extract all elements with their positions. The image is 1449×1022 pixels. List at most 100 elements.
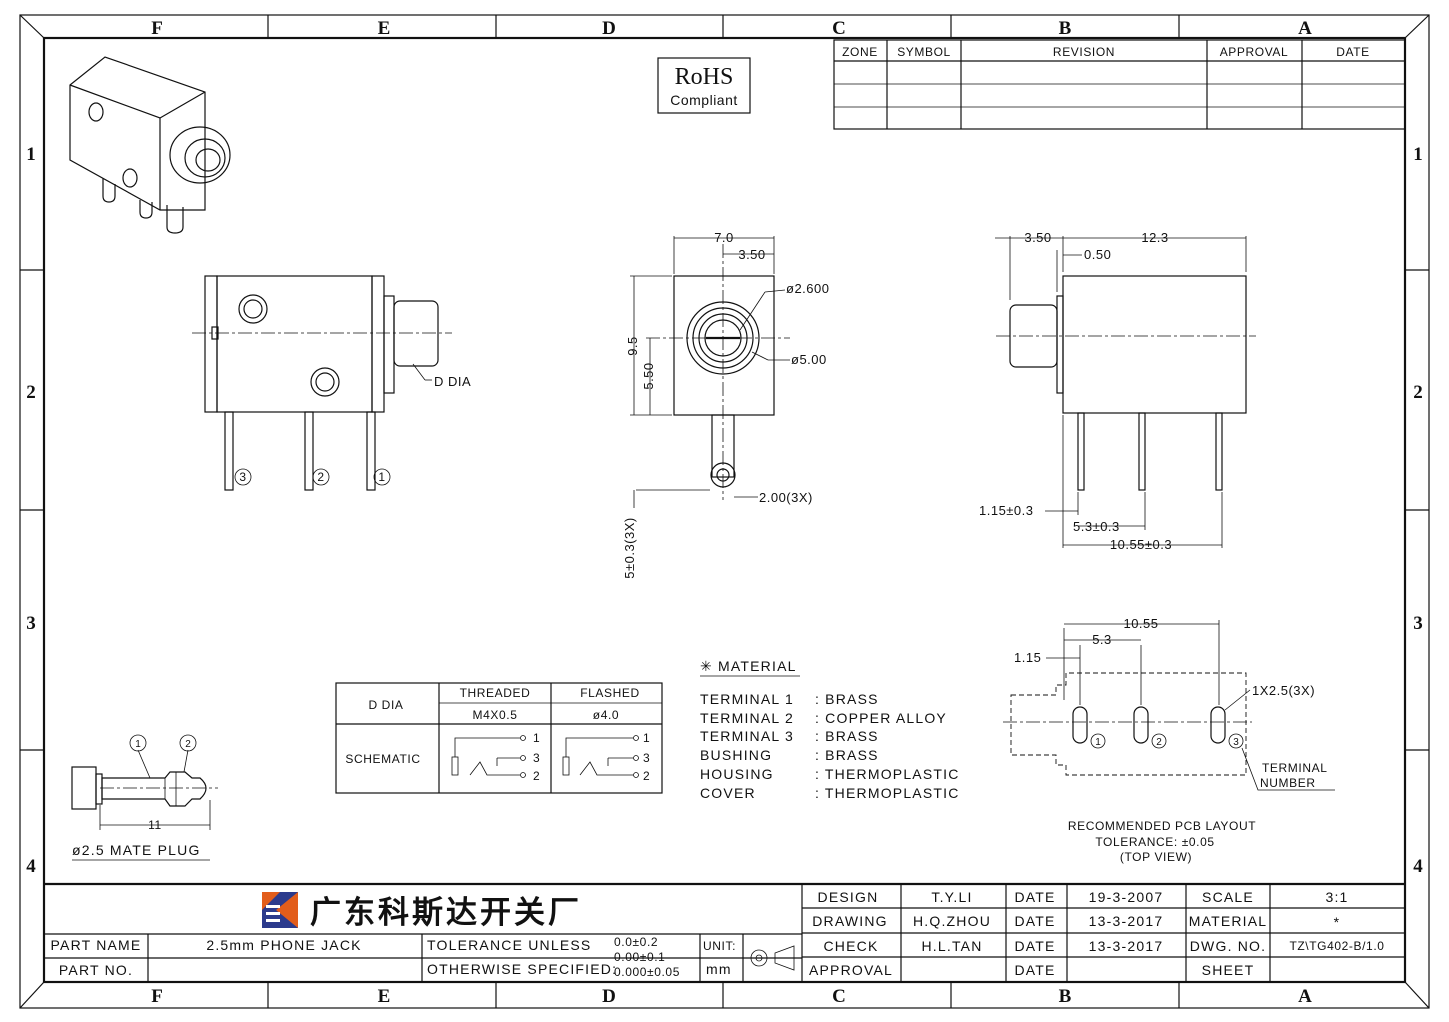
- rev-header-symbol: SYMBOL: [897, 45, 951, 59]
- unit-label: UNIT:: [703, 939, 736, 953]
- zone-col-e-top: E: [378, 18, 391, 39]
- tb-key-dwg-no: DWG. NO.: [1190, 938, 1266, 954]
- pcb-caption-3: (TOP VIEW): [1120, 850, 1192, 864]
- zone-col-c-bottom: C: [832, 986, 846, 1007]
- zone-row-4-right: 4: [1413, 856, 1423, 877]
- zone-col-f-bottom: F: [151, 986, 163, 1007]
- material-part-5: HOUSING: [700, 766, 774, 782]
- zone-row-4-left: 4: [26, 856, 36, 877]
- ddia-schematic: SCHEMATIC: [345, 752, 420, 766]
- schem2-pin-1: 1: [643, 731, 650, 745]
- rev-header-revision: REVISION: [1053, 45, 1115, 59]
- plug-dim: 11: [148, 818, 162, 832]
- tb-role-approval: APPROVAL: [809, 962, 893, 978]
- ddia-col2: THREADED: [460, 686, 531, 700]
- tb-date-design: 19-3-2007: [1089, 889, 1164, 905]
- dim-half-width: 3.50: [738, 247, 765, 262]
- pcb-hole-size: 1X2.5(3X): [1252, 683, 1315, 698]
- tb-value-scale: 3:1: [1325, 889, 1348, 905]
- part-name-label: PART NAME: [51, 937, 142, 953]
- unit-value: mm: [706, 961, 732, 977]
- tb-key-scale: SCALE: [1202, 889, 1254, 905]
- material-part-2: TERMINAL 2: [700, 710, 794, 726]
- d-dia-table: D DIA THREADED FLASHED M4X0.5 ø4.0 SCHEM…: [335, 682, 663, 794]
- material-part-6: COVER: [700, 785, 756, 801]
- material-mat-6: : THERMOPLASTIC: [815, 785, 960, 801]
- tb-date-label-4: DATE: [1014, 962, 1055, 978]
- material-part-4: BUSHING: [700, 747, 772, 763]
- tb-key-sheet: SHEET: [1202, 962, 1255, 978]
- material-title: ✳ MATERIAL: [700, 658, 797, 674]
- pcb-dim-span: 10.55: [1123, 616, 1158, 631]
- tolerance-1: 0.0±0.2: [614, 935, 658, 949]
- side-view-right: 3.50 12.3 0.50 1.15±0.3 5.3±0.3 10.55±0.…: [979, 230, 1256, 552]
- tb-date-label-3: DATE: [1014, 938, 1055, 954]
- pin-3-label: 3: [239, 470, 246, 484]
- zone-row-2-left: 2: [26, 382, 36, 403]
- tb-role-check: CHECK: [823, 938, 878, 954]
- projection-symbol-icon: [746, 945, 796, 971]
- title-block: 广东科斯达开关厂 PART NAME 2.5mm PHONE JACK PART…: [44, 882, 1405, 982]
- front-view: 7.0 3.50 ø2.600 ø5.00 9.5 5.50 2.00(3X) …: [622, 230, 829, 579]
- rev-header-zone: ZONE: [842, 45, 878, 59]
- material-part-3: TERMINAL 3: [700, 728, 794, 744]
- tb-date-drawing: 13-3-2017: [1089, 913, 1164, 929]
- schem1-pin-1: 1: [533, 731, 540, 745]
- dim-pin-width: 2.00(3X): [759, 490, 813, 505]
- zone-row-3-right: 3: [1413, 613, 1423, 634]
- material-mat-3: : BRASS: [815, 728, 879, 744]
- schem2-pin-3: 3: [643, 751, 650, 765]
- tb-date-check: 13-3-2017: [1089, 938, 1164, 954]
- schem1-pin-2: 2: [533, 769, 540, 783]
- dim-body-length: 12.3: [1141, 230, 1168, 245]
- zone-col-c-top: C: [832, 18, 846, 39]
- zone-col-d-top: D: [602, 18, 616, 39]
- material-list: ✳ MATERIAL TERMINAL 1 : BRASS TERMINAL 2…: [700, 658, 960, 801]
- terminal-label-2: NUMBER: [1260, 776, 1316, 790]
- material-mat-2: : COPPER ALLOY: [815, 710, 947, 726]
- side-view-left: D DIA 3 2 1: [192, 275, 471, 491]
- material-mat-5: : THERMOPLASTIC: [815, 766, 960, 782]
- dim-pin-offset: 1.15±0.3: [979, 503, 1034, 518]
- material-part-1: TERMINAL 1: [700, 691, 794, 707]
- rohs-subtitle: Compliant: [670, 92, 738, 108]
- tb-name-design: T.Y.LI: [931, 889, 972, 905]
- pcb-pin-2: 2: [1156, 737, 1162, 748]
- zone-row-1-left: 1: [26, 144, 36, 165]
- zone-col-a-top: A: [1298, 18, 1312, 39]
- pcb-dim-pitch: 5.3: [1092, 632, 1112, 647]
- dim-hole-dia: ø2.600: [786, 281, 829, 296]
- zone-col-e-bottom: E: [378, 986, 391, 1007]
- tolerance-label-2: OTHERWISE SPECIFIED:: [427, 961, 617, 977]
- ddia-col3: FLASHED: [580, 686, 640, 700]
- schematic-flashed: [562, 735, 639, 778]
- tb-name-drawing: H.Q.ZHOU: [913, 913, 991, 929]
- tolerance-3: 0.000±0.05: [614, 965, 680, 979]
- material-mat-4: : BRASS: [815, 747, 879, 763]
- isometric-jack-sketch: [69, 56, 231, 234]
- pcb-caption-2: TOLERANCE: ±0.05: [1095, 835, 1214, 849]
- tb-value-material: *: [1334, 914, 1341, 930]
- dim-flange: 0.50: [1084, 247, 1111, 262]
- part-no-label: PART NO.: [59, 962, 133, 978]
- dim-bushing-dia: ø5.00: [791, 352, 827, 367]
- pcb-pin-3: 3: [1233, 737, 1239, 748]
- tb-date-label-2: DATE: [1014, 913, 1055, 929]
- dim-bushing-length: 3.50: [1024, 230, 1051, 245]
- material-mat-1: : BRASS: [815, 691, 879, 707]
- pin-2-label: 2: [317, 470, 324, 484]
- tb-key-material: MATERIAL: [1189, 913, 1268, 929]
- zone-row-1-right: 1: [1413, 144, 1423, 165]
- zone-col-b-top: B: [1059, 18, 1072, 39]
- zone-col-d-bottom: D: [602, 986, 616, 1007]
- terminal-label-1: TERMINAL: [1262, 761, 1327, 775]
- plug-pin-2: 2: [185, 739, 191, 750]
- pcb-layout: 10.55 5.3 1.15 1X2.5(3X) 1 2 3 TERMINAL …: [1003, 616, 1335, 864]
- rohs-stamp: RoHS Compliant: [657, 57, 751, 114]
- tolerance-2: 0.00±0.1: [614, 950, 665, 964]
- zone-col-f-top: F: [151, 18, 163, 39]
- zone-col-a-bottom: A: [1298, 986, 1312, 1007]
- rev-header-date: DATE: [1336, 45, 1370, 59]
- pin-1-label: 1: [378, 470, 385, 484]
- tb-value-dwg-no: TZ\TG402-B/1.0: [1289, 939, 1384, 953]
